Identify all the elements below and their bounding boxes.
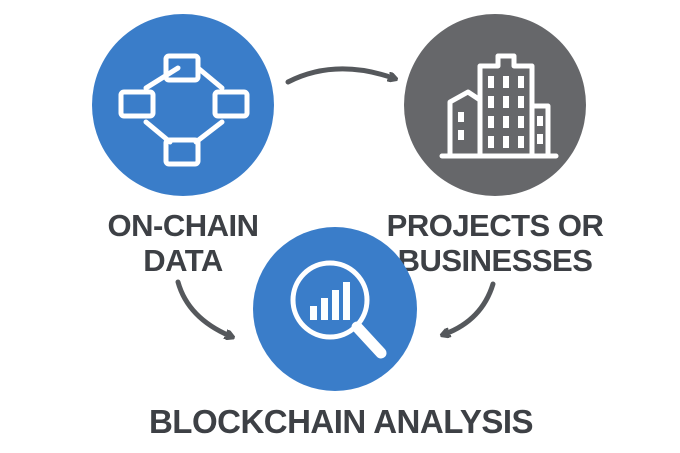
arrow-projects-to-analysis [445, 281, 496, 334]
building-windows [458, 76, 543, 148]
arrow-data-to-analysis [175, 279, 230, 336]
blockchain-analysis-label: BLOCKCHAIN ANALYSIS [149, 403, 533, 440]
on-chain-data-label-line1: ON-CHAIN [108, 208, 259, 243]
projects-circle [404, 14, 586, 196]
on-chain-data-label-line2: DATA [143, 243, 223, 278]
network-icon [118, 53, 250, 167]
on-chain-data-node: ON-CHAIN DATA [92, 14, 274, 278]
projects-label-line1: PROJECTS OR [387, 208, 604, 243]
buildings-icon [439, 53, 559, 159]
blockchain-analysis-node: BLOCKCHAIN ANALYSIS [149, 227, 534, 440]
arrow-data-to-projects [285, 66, 393, 85]
magnifier-chart-icon [290, 260, 387, 359]
projects-node: PROJECTS OR BUSINESSES [387, 14, 604, 278]
projects-label-line2: BUSINESSES [398, 243, 593, 278]
on-chain-data-circle [92, 14, 274, 196]
